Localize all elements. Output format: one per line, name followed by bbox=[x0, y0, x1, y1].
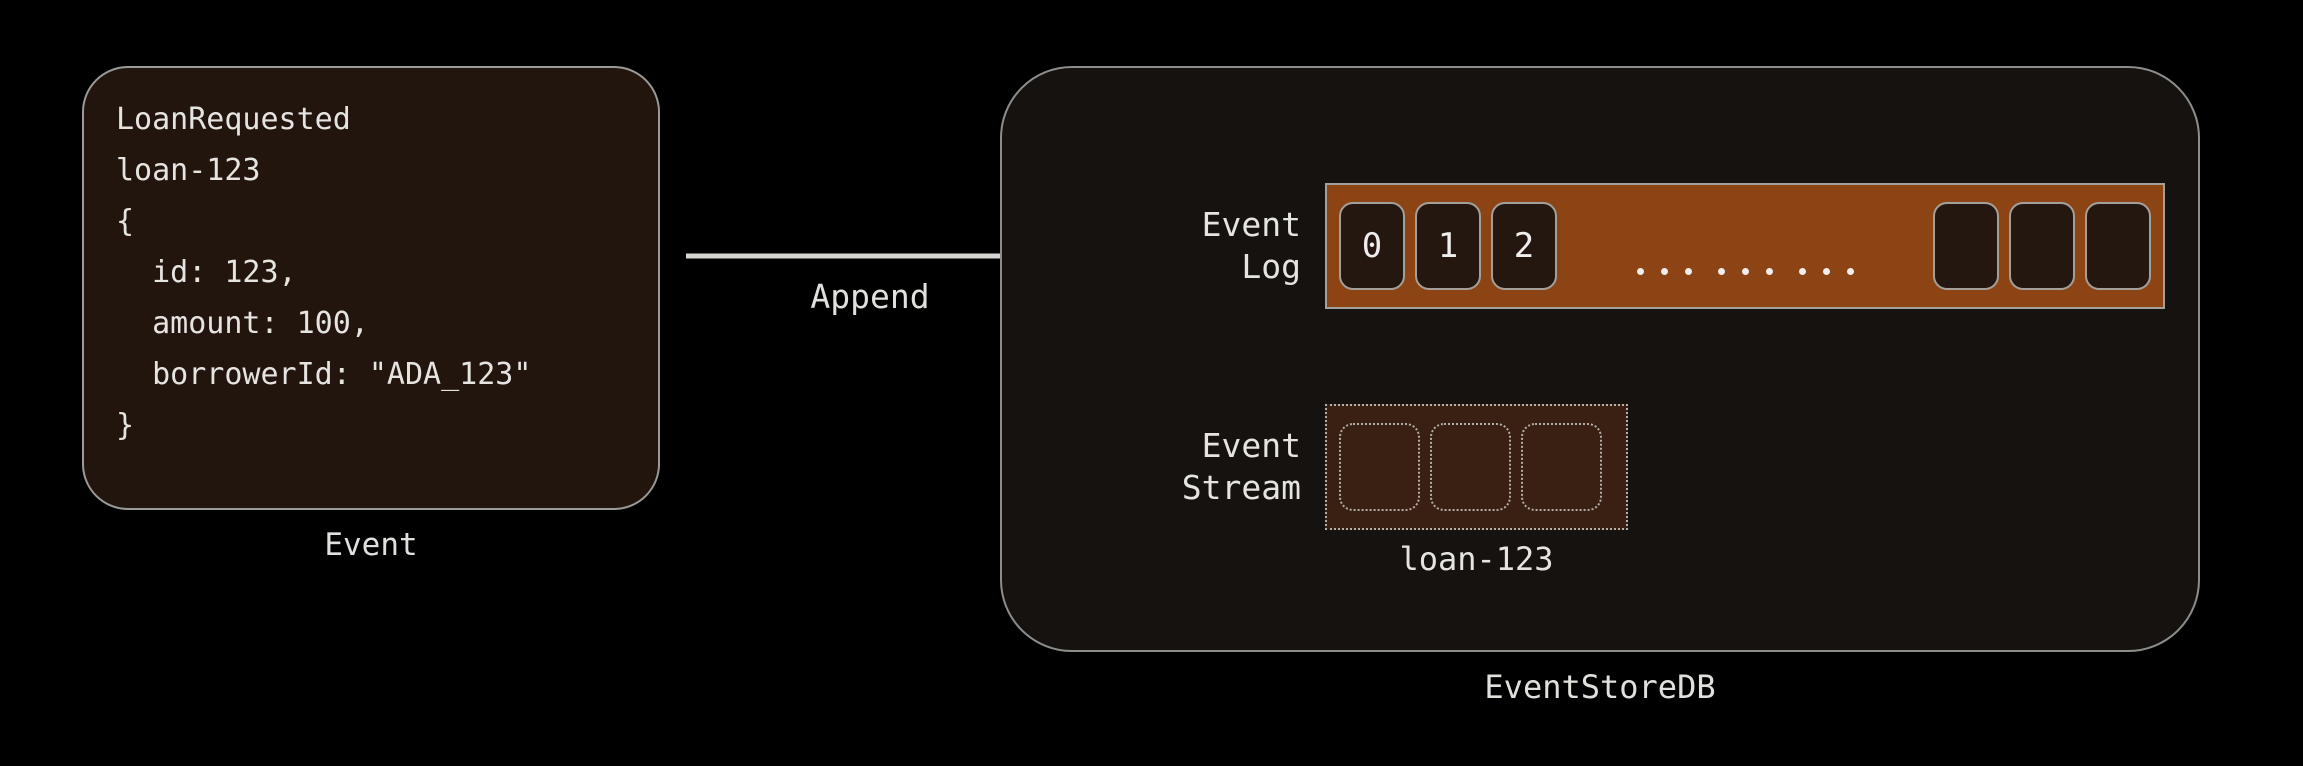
event-log-empty-cell[interactable] bbox=[2085, 202, 2151, 290]
event-card-code: LoanRequested loan-123 { id: 123, amount… bbox=[116, 102, 532, 443]
ellipsis-dot bbox=[1798, 268, 1806, 275]
ellipsis-dot bbox=[1717, 268, 1725, 275]
event-stream-cell[interactable] bbox=[1430, 423, 1511, 511]
event-stream-cell[interactable] bbox=[1339, 423, 1420, 511]
event-stream-cell[interactable] bbox=[1521, 423, 1602, 511]
ellipsis-dot bbox=[1846, 268, 1854, 275]
event-stream-label: Event Stream bbox=[1181, 426, 1301, 507]
eventstoredb-container bbox=[1000, 66, 2200, 652]
ellipsis-dot bbox=[1660, 268, 1668, 275]
ellipsis-dot bbox=[1822, 268, 1830, 275]
event-log-cell-0[interactable]: 0 bbox=[1339, 202, 1405, 290]
event-stream-box bbox=[1325, 404, 1628, 530]
ellipsis-group-3 bbox=[1798, 187, 1854, 305]
ellipsis-dot bbox=[1741, 268, 1749, 275]
eventstoredb-caption: EventStoreDB bbox=[1484, 668, 1716, 706]
append-label: Append bbox=[810, 277, 930, 316]
event-log-ellipsis-icon bbox=[1567, 202, 1923, 290]
ellipsis-dot bbox=[1684, 268, 1692, 275]
event-log-row: Event Log 0 1 2 bbox=[1155, 183, 2165, 309]
ellipsis-dot bbox=[1636, 268, 1644, 275]
event-log-cell-1[interactable]: 1 bbox=[1415, 202, 1481, 290]
event-stream-caption: loan-123 bbox=[1399, 540, 1554, 578]
ellipsis-dot bbox=[1765, 268, 1773, 275]
event-card: LoanRequested loan-123 { id: 123, amount… bbox=[82, 66, 660, 510]
event-log-empty-cells bbox=[1933, 202, 2151, 290]
event-card-caption: Event bbox=[324, 527, 418, 563]
event-log-empty-cell[interactable] bbox=[1933, 202, 1999, 290]
event-stream-row: Event Stream bbox=[1155, 404, 1628, 530]
ellipsis-group-1 bbox=[1636, 187, 1692, 305]
event-log-empty-cell[interactable] bbox=[2009, 202, 2075, 290]
event-log-label: Event Log bbox=[1201, 205, 1301, 286]
ellipsis-group-2 bbox=[1717, 187, 1773, 305]
event-log-cell-2[interactable]: 2 bbox=[1491, 202, 1557, 290]
event-log-bar: 0 1 2 bbox=[1325, 183, 2165, 309]
